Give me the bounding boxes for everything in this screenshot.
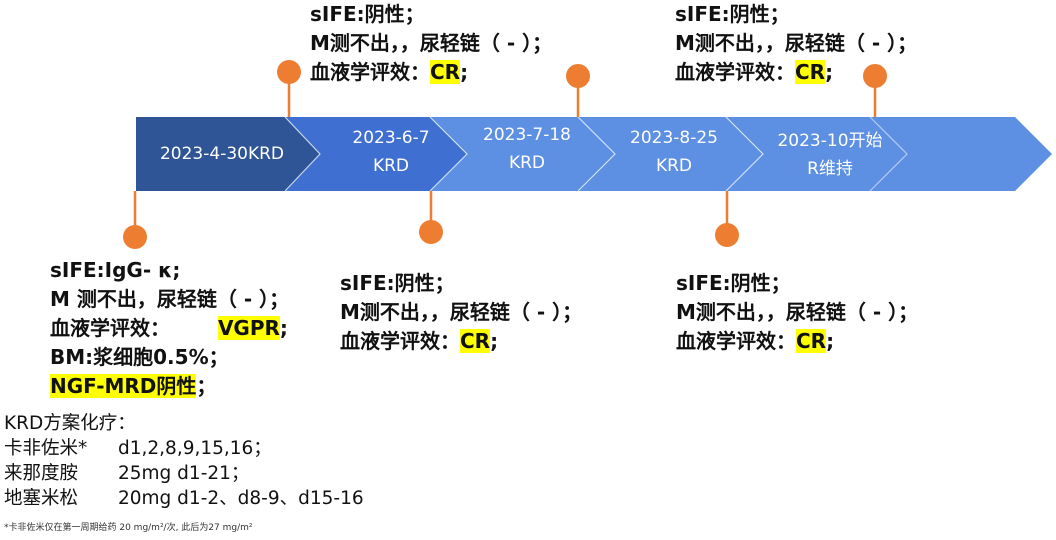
note-2-response-suffix: ; [460,60,469,84]
segment-4-date: 2023-8-25 [630,128,718,148]
chevron-divider-1 [284,116,321,192]
note-5-response: 血液学评效：CR; [676,327,918,356]
note-4-m-protein: M测不出，，尿轻链（ - ）； [675,31,918,55]
note-4-response-value: CR [795,60,826,84]
note-2-sife: sIFE:阴性； [310,2,425,26]
regimen-dose-2: 25mg d1-21； [118,463,250,484]
regimen-dose-1: d1,2,8,9,15,16； [118,438,272,459]
segment-2-date: 2023-6-7 [352,128,430,148]
note-1-response-suffix: ; [279,316,288,340]
segment-4-regimen: KRD [655,156,693,176]
timeline-segment-5-shape [726,117,1052,191]
regimen-drug-1: 卡非佐米* [4,438,88,459]
segment-5-date: 2023-10开始 [777,131,883,151]
segment-2-regimen: KRD [372,156,410,176]
note-3-response-suffix: ; [490,329,499,353]
note-4-response: 血液学评效：CR; [675,58,917,87]
regimen-row-dexamethasone: 地塞米松 20mg d1-2、d8-9、d15-16 [4,486,364,511]
timeline-segment-3-shape [430,117,615,191]
note-1-mrd-value: NGF-MRD阴性 [50,374,197,398]
note-3-response-label: 血液学评效： [340,329,460,353]
note-1-response-value: VGPR [217,316,280,340]
note-2-response: 血液学评效：CR; [310,58,552,87]
regimen-dose-3: 20mg d1-2、d8-9、d15-16 [118,488,364,509]
marker-dot-1 [123,225,147,249]
timeline-segment-2-label: 2023-6-7 KRD [326,124,456,180]
note-1-m-protein: M 测不出，尿轻链（ - ）； [50,287,290,311]
chevron-divider-2 [429,116,468,192]
regimen-row-carfilzomib: 卡非佐米* d1,2,8,9,15,16； [4,436,364,461]
chevron-divider-5 [869,116,908,192]
regimen-row-lenalidomide: 来那度胺 25mg d1-21； [4,461,364,486]
note-4-response-suffix: ; [825,60,834,84]
timeline-segment-5-label: 2023-10开始 R维持 [760,127,900,183]
assessment-note-4: sIFE:阴性； M测不出，，尿轻链（ - ）； 血液学评效：CR; [675,0,917,87]
segment-3-regimen: KRD [508,153,546,173]
note-3-sife: sIFE:阴性； [340,271,455,295]
chevron-divider-4 [725,116,764,192]
note-2-response-label: 血液学评效： [310,60,430,84]
assessment-note-5: sIFE:阴性； M测不出，，尿轻链（ - ）； 血液学评效：CR; [676,269,918,356]
note-5-response-suffix: ; [826,329,835,353]
assessment-note-1: sIFE:IgG- κ; M 测不出，尿轻链（ - ）； 血液学评效： VGPR… [50,256,289,401]
segment-5-regimen: R维持 [807,159,853,179]
timeline-segment-3-label: 2023-7-18 KRD [462,121,592,177]
chevron-divider-3 [577,116,616,192]
note-3-response-value: CR [460,329,491,353]
timeline-segment-1-shape [136,117,320,191]
note-1-sife: sIFE:IgG- κ; [50,258,181,282]
regimen-drug-3: 地塞米松 [4,488,79,509]
note-5-sife: sIFE:阴性； [676,271,791,295]
note-2-m-protein: M测不出，，尿轻链（ - ）； [310,31,553,55]
note-5-m-protein: M测不出，，尿轻链（ - ）； [676,300,919,324]
note-1-response: 血液学评效： VGPR; [50,314,289,343]
timeline-segment-4-label: 2023-8-25 KRD [609,124,739,180]
note-4-response-label: 血液学评效： [675,60,795,84]
marker-dot-5 [715,223,739,247]
regimen-drug-2: 来那度胺 [4,463,79,484]
note-3-m-protein: M测不出，，尿轻链（ - ）； [340,300,583,324]
regimen-title: KRD方案化疗： [4,413,136,434]
note-1-bm: BM:浆细胞0.5%； [50,345,229,369]
note-2-response-value: CR [430,60,461,84]
krd-regimen-block: KRD方案化疗： 卡非佐米* d1,2,8,9,15,16； 来那度胺 25mg d… [4,411,364,511]
note-5-response-label: 血液学评效： [676,329,796,353]
note-5-response-value: CR [796,329,827,353]
assessment-note-3: sIFE:阴性； M测不出，，尿轻链（ - ）； 血液学评效：CR; [340,269,582,356]
timeline-segment-2-shape [285,117,467,191]
note-3-response: 血液学评效：CR; [340,327,582,356]
marker-dot-4 [566,64,590,88]
note-1-response-label: 血液学评效： [50,316,184,340]
marker-dot-3 [419,220,443,244]
segment-1-date: 2023-4-30KRD [159,144,285,164]
note-1-mrd: NGF-MRD阴性； [50,372,289,401]
assessment-note-2: sIFE:阴性； M测不出，，尿轻链（ - ）； 血液学评效：CR; [310,0,552,87]
note-1-mrd-suffix: ； [196,374,217,398]
note-4-sife: sIFE:阴性； [675,2,790,26]
timeline-segment-1-label: 2023-4-30KRD [136,140,308,168]
marker-dot-2 [277,60,301,84]
timeline-segment-4-shape [578,117,763,191]
marker-dot-6 [863,64,887,88]
segment-3-date: 2023-7-18 [483,125,571,145]
regimen-footnote: *卡非佐米仅在第一周期给药 20 mg/m²/次, 此后为27 mg/m² [4,523,253,533]
